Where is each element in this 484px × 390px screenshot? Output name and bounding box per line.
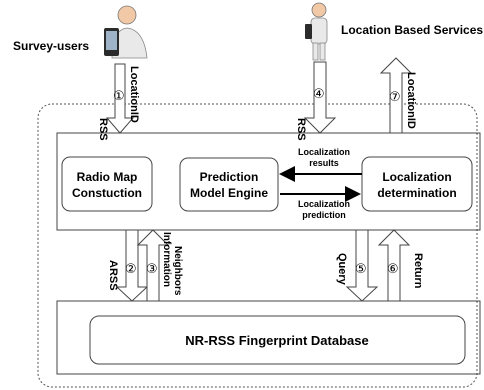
radio-map-label-2: Constuction — [72, 186, 142, 200]
rss-query-arrow — [303, 61, 337, 134]
step-3: ③ — [146, 262, 158, 277]
radio-map-box — [61, 156, 153, 212]
lbs-label: Location Based Services — [341, 23, 483, 37]
query-label: Query — [336, 253, 348, 286]
step-5: ⑤ — [355, 262, 367, 277]
step-2: ② — [125, 262, 137, 277]
step-7: ⑦ — [389, 90, 401, 105]
step-6: ⑥ — [387, 262, 399, 277]
loc-results-label-1: Localization — [298, 147, 350, 157]
return-label: Return — [412, 253, 424, 289]
server-panel — [56, 132, 481, 231]
user-mobile-icon — [305, 2, 328, 61]
localization-box — [361, 156, 473, 212]
step-4: ④ — [313, 87, 325, 102]
localization-label-2: determination — [377, 186, 456, 200]
locationid-up-label: LocationID — [128, 66, 140, 123]
neighbors-arrow — [136, 229, 170, 302]
radio-map-label-1: Radio Map — [77, 170, 138, 184]
database-panel — [56, 300, 481, 375]
loc-prediction-label-2: prediction — [302, 210, 346, 220]
database-box — [89, 315, 466, 365]
rss-arrow — [105, 63, 135, 134]
locationid-out-label: LocationID — [405, 72, 417, 129]
localization-label-1: Localization — [382, 170, 451, 184]
arss-arrow — [115, 229, 149, 302]
system-boundary — [37, 103, 478, 388]
rss-up-label: RSS — [97, 118, 109, 141]
loc-prediction-label-1: Localization — [298, 199, 350, 209]
step-1: ① — [113, 89, 125, 104]
query-arrow — [345, 229, 379, 302]
locationid-out-arrow — [379, 57, 413, 134]
rss-mid-label: RSS — [295, 118, 307, 141]
neighbors-label: NeighborsInformation — [161, 232, 183, 296]
prediction-label-1: Prediction — [200, 170, 259, 184]
return-arrow — [377, 229, 411, 302]
survey-users-label: Survey-users — [13, 39, 89, 53]
database-title: NR-RSS Fingerprint Database — [185, 333, 368, 348]
loc-results-label-2: results — [309, 158, 339, 168]
arss-label: ARSS — [107, 260, 119, 291]
prediction-label-2: Model Engine — [190, 186, 268, 200]
user-phone-icon — [104, 5, 148, 59]
prediction-engine-box — [179, 157, 279, 212]
